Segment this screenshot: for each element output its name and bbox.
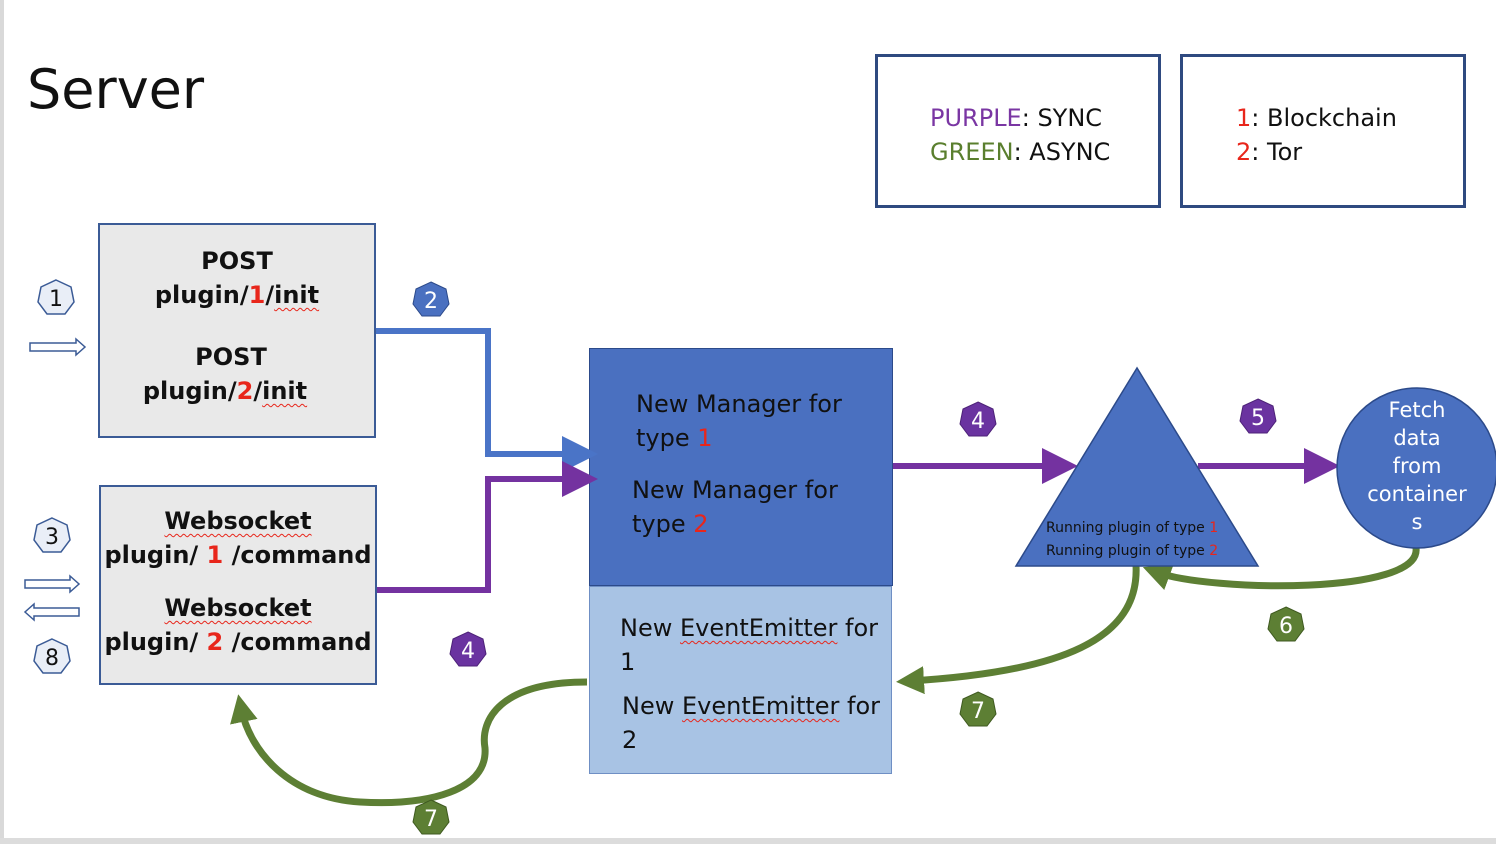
step-badge-1: 1 [37, 279, 75, 315]
legend-purple-meaning: : SYNC [1021, 104, 1103, 132]
slide-left-edge [0, 0, 4, 844]
svg-text:6: 6 [1279, 614, 1293, 639]
emitter-line-2: New EventEmitter for [622, 692, 881, 720]
post-endpoints-box: POST plugin/1/init POST plugin/2/init [98, 223, 376, 438]
step-badge-7-bottom: 7 [412, 799, 450, 835]
websocket-path-2: plugin/ 2 /command [104, 628, 372, 656]
websocket-to-manager-arrow [377, 461, 598, 593]
slide-title: Server [27, 58, 205, 121]
websocket-endpoints-box: Websocket plugin/ 1 /command Websocket p… [99, 485, 377, 685]
step-badge-3: 3 [33, 517, 71, 553]
manager-line-1: New Manager for [636, 390, 842, 418]
websocket-label-1: Websocket [164, 507, 312, 535]
legend-sync-async: PURPLE: SYNC GREEN: ASYNC [875, 54, 1161, 208]
slide-bottom-edge [0, 838, 1496, 844]
legend-green-word: GREEN [930, 138, 1014, 166]
emitter-to-websocket-arrow [230, 678, 588, 807]
incoming-arrow-icon [29, 337, 87, 357]
legend-type-1-name: : Blockchain [1251, 104, 1397, 132]
svg-text:5: 5 [1251, 406, 1265, 431]
incoming-arrow-2-icon [24, 574, 81, 594]
container-to-plugin-arrow [1142, 547, 1420, 590]
post-to-manager-arrow [376, 328, 598, 472]
step-badge-2: 2 [412, 281, 450, 317]
step-badge-7-right: 7 [959, 691, 997, 727]
emitter-type-1: 1 [620, 648, 636, 676]
step-badge-4-right: 4 [959, 401, 997, 437]
svg-text:4: 4 [461, 639, 475, 664]
websocket-label-2: Websocket [164, 594, 312, 622]
legend-type-2-name: : Tor [1251, 138, 1303, 166]
svg-text:7: 7 [971, 699, 985, 724]
legend-plugin-types: 1: Blockchain 2: Tor [1180, 54, 1466, 208]
svg-text:4: 4 [971, 409, 985, 434]
step-badge-8: 8 [33, 638, 71, 674]
svg-text:3: 3 [45, 525, 59, 550]
manager-type-1: type 1 [636, 424, 713, 452]
legend-type-1-number: 1 [1236, 104, 1252, 132]
plugin-caption-2: Running plugin of type 2 [1046, 543, 1219, 559]
container-fetch-label: Fetch data from container s [1367, 398, 1467, 534]
websocket-path-1: plugin/ 1 /command [104, 541, 372, 569]
running-plugin-triangle [1014, 366, 1260, 567]
manager-type-2: type 2 [632, 510, 709, 538]
plugin-to-emitter-arrow [896, 564, 1140, 695]
emitter-type-2: 2 [622, 726, 638, 754]
manager-box: New Manager for type 1 New Manager for t… [589, 348, 893, 586]
outgoing-arrow-icon [23, 602, 80, 622]
svg-text:1: 1 [49, 287, 63, 312]
plugin-caption-1: Running plugin of type 1 [1046, 520, 1219, 536]
legend-purple-word: PURPLE [930, 104, 1022, 132]
post-label-2: POST [195, 343, 267, 371]
post-path-2: plugin/2/init [142, 377, 308, 405]
svg-text:2: 2 [424, 289, 438, 314]
legend-type-2-number: 2 [1236, 138, 1252, 166]
svg-text:8: 8 [45, 646, 59, 671]
post-path-1: plugin/1/init [154, 281, 320, 309]
step-badge-5: 5 [1239, 398, 1277, 434]
legend-green-meaning: : ASYNC [1013, 138, 1111, 166]
post-label-1: POST [201, 247, 273, 275]
manager-line-2: New Manager for [632, 476, 838, 504]
step-badge-6: 6 [1267, 606, 1305, 642]
container-circle [1336, 387, 1496, 549]
event-emitter-box: New EventEmitter for 1 New EventEmitter … [589, 586, 892, 774]
emitter-line-1: New EventEmitter for [620, 614, 879, 642]
step-badge-4-left: 4 [449, 631, 487, 667]
svg-text:7: 7 [424, 807, 438, 832]
